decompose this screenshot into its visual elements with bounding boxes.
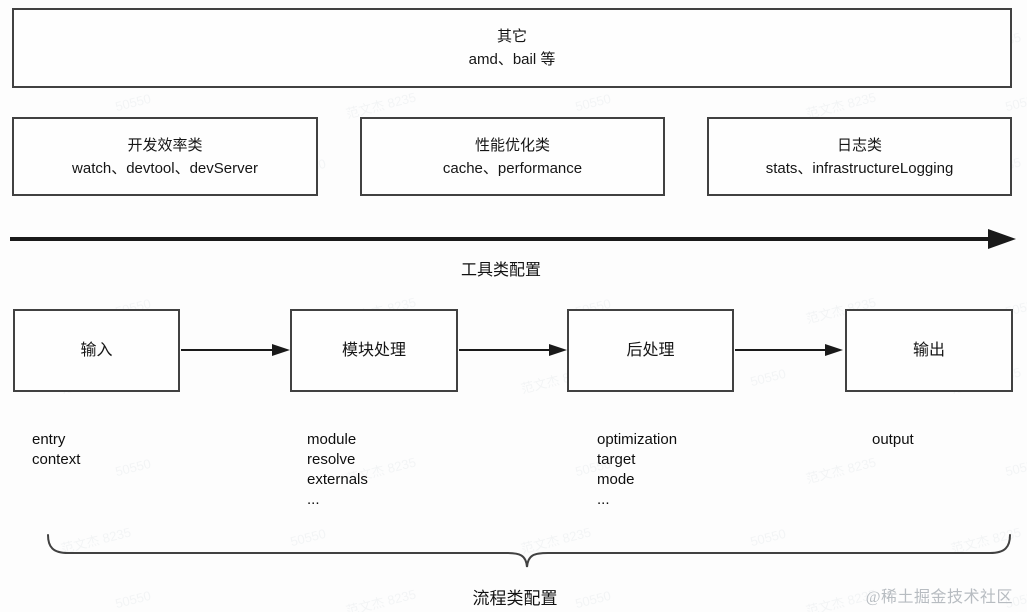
input-options-list: entry context — [32, 430, 80, 470]
option-item: externals — [307, 471, 368, 488]
option-item: mode — [597, 471, 635, 488]
flow-box-module-processing: 模块处理 — [290, 309, 458, 392]
other-box-subtitle: amd、bail 等 — [468, 51, 556, 68]
diagonal-watermark-text: 50550 — [288, 525, 328, 550]
tool-box-performance: 性能优化类 cache、performance — [360, 117, 665, 196]
option-item: output — [872, 431, 914, 448]
option-item: resolve — [307, 451, 356, 468]
arrow-head-icon — [549, 344, 567, 356]
option-item: target — [597, 451, 636, 468]
diagonal-watermark-text: 50550 — [113, 90, 153, 115]
option-item: module — [307, 431, 357, 448]
flow-box-label: 输出 — [912, 342, 945, 359]
tool-box-subtitle: cache、performance — [442, 159, 583, 177]
flow-brace — [47, 534, 1011, 568]
output-options-list: output — [872, 430, 914, 450]
flow-brace-label: 流程类配置 — [472, 589, 558, 608]
option-item: ... — [307, 491, 320, 508]
arrow-head-icon — [272, 344, 290, 356]
tool-box-title: 开发效率类 — [127, 136, 203, 154]
diagonal-watermark-text: 范文杰 8235 — [519, 524, 593, 557]
tool-axis-arrow — [10, 229, 1016, 249]
flow-box-output: 输出 — [845, 309, 1013, 392]
arrow-head-icon — [825, 344, 843, 356]
tool-box-title: 性能优化类 — [474, 136, 550, 154]
post-options-list: optimization target mode ... — [597, 430, 677, 510]
flow-box-label: 后处理 — [626, 342, 675, 359]
diagonal-watermark-text: 50550 — [113, 455, 153, 480]
diagonal-watermark-text: 50550 — [1003, 455, 1027, 480]
module-options-list: module resolve externals ... — [307, 430, 368, 510]
option-item: optimization — [597, 431, 678, 448]
tool-axis-label: 工具类配置 — [460, 262, 541, 279]
other-config-box: 其它 amd、bail 等 — [12, 8, 1012, 88]
tool-box-title: 日志类 — [836, 136, 882, 154]
diagonal-watermark-text: 50550 — [1003, 90, 1027, 115]
diagonal-watermark-text: 范文杰 8235 — [949, 524, 1023, 557]
diagonal-watermark-text: 50550 — [748, 525, 788, 550]
diagonal-watermark-text: 50550 — [573, 90, 613, 115]
tool-box-subtitle: watch、devtool、devServer — [72, 159, 258, 177]
option-item: entry — [32, 431, 66, 448]
arrow-head-icon — [988, 229, 1016, 249]
flow-box-label: 模块处理 — [341, 342, 406, 359]
other-box-title: 其它 — [496, 28, 527, 45]
flow-box-label: 输入 — [80, 342, 113, 359]
option-item: ... — [597, 491, 610, 508]
flow-box-input: 输入 — [13, 309, 180, 392]
diagonal-watermark-text: 50550 — [748, 365, 788, 390]
diagonal-watermark-text: 范文杰 8235 — [804, 454, 878, 487]
tool-box-subtitle: stats、infrastructureLogging — [765, 159, 954, 177]
flow-box-post-processing: 后处理 — [567, 309, 734, 392]
option-item: context — [32, 451, 81, 468]
diagonal-watermark-text: 范文杰 8235 — [59, 524, 133, 557]
tool-box-dev-efficiency: 开发效率类 watch、devtool、devServer — [12, 117, 318, 196]
tool-box-logging: 日志类 stats、infrastructureLogging — [707, 117, 1012, 196]
site-credit-watermark: @稀土掘金技术社区 — [865, 589, 1013, 606]
